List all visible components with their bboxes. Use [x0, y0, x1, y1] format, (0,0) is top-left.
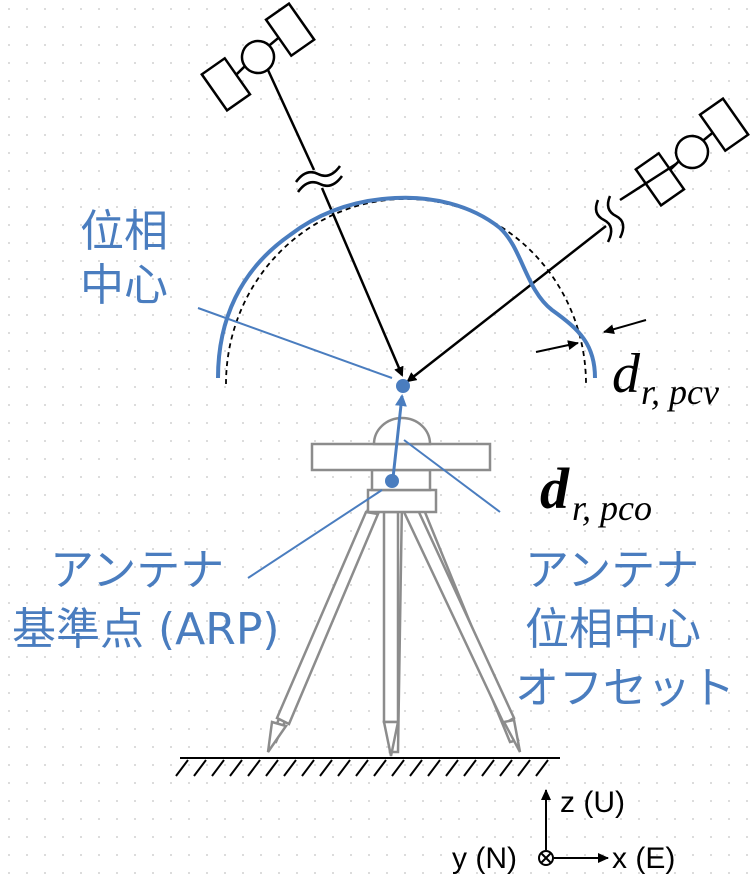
arp-label-line1: アンテナ [50, 545, 224, 596]
axis-z-label: z (U) [560, 786, 625, 819]
arp-label-line2: 基準点 (ARP) [12, 604, 280, 655]
pco-subscript: r, pco [572, 488, 652, 528]
pco-leader [403, 439, 501, 513]
phase-center-label-line1: 位相 [80, 206, 168, 257]
satellite-right-icon [634, 96, 750, 208]
signal-ray-left [266, 69, 404, 377]
pco-label-line1: アンテナ [525, 545, 699, 596]
arp-point [385, 474, 399, 488]
pcv-symbol: d [612, 343, 641, 405]
pco-label-line2: 位相中心 [525, 604, 701, 655]
ideal-phase-pattern [225, 198, 587, 385]
pcv-subscript: r, pcv [641, 372, 719, 412]
tripod [266, 416, 522, 757]
phase-center-label-line2: 中心 [80, 260, 168, 311]
phase-center-point [396, 379, 410, 393]
axis-x-label: x (E) [612, 842, 675, 874]
pco-symbol: d [540, 456, 570, 521]
ground [175, 757, 560, 777]
axis-y-label: y (N) [452, 842, 517, 874]
pco-vector [391, 394, 407, 479]
actual-phase-pattern [216, 195, 597, 379]
coordinate-axes: z (U) y (N) x (E) [452, 786, 675, 874]
arp-leader [247, 489, 383, 579]
phase-center-leader [197, 307, 393, 379]
pco-label-line3: オフセット [515, 663, 735, 714]
satellite-left-icon [200, 1, 316, 113]
pcv-arrow-left [535, 340, 579, 353]
pcv-arrow-right [603, 319, 647, 335]
signal-ray-right [406, 162, 677, 383]
circled-times-icon [538, 850, 554, 866]
